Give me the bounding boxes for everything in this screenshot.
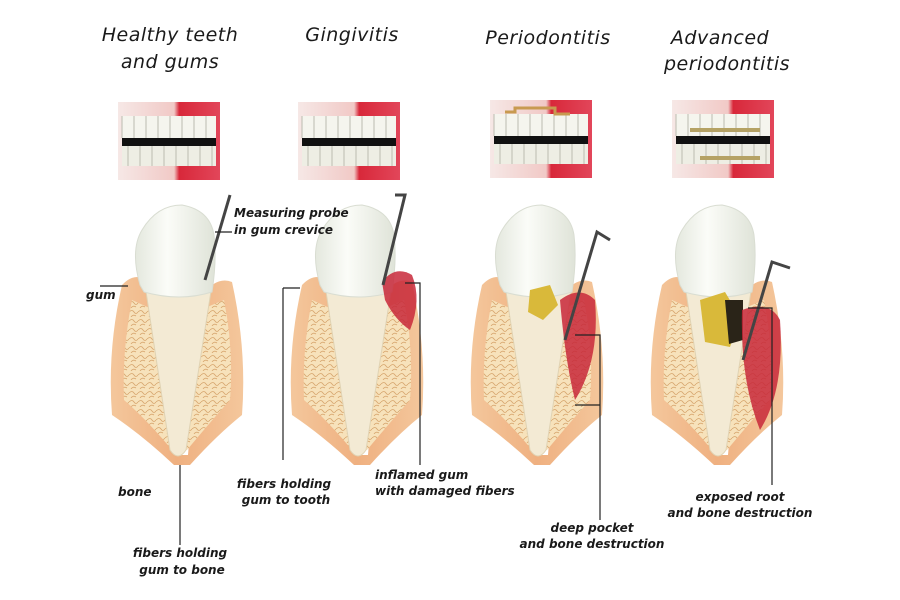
svg-text:gum to bone: gum to bone <box>139 563 225 577</box>
tooth-gingivitis <box>290 193 424 466</box>
tooth-advanced <box>650 204 791 466</box>
svg-text:inflamed gum: inflamed gum <box>375 468 468 482</box>
svg-text:and bone destruction: and bone destruction <box>520 537 665 551</box>
svg-text:Advanced: Advanced <box>669 27 770 49</box>
label-fibers-gum-to-bone: fibers holding gum to bone <box>133 546 228 577</box>
svg-text:fibers holding: fibers holding <box>237 477 332 491</box>
stage-title-advanced: Advanced periodontitis <box>663 27 790 75</box>
photo-advanced-teeth <box>671 99 775 179</box>
measuring-probe <box>563 229 611 341</box>
measuring-probe <box>741 260 791 361</box>
svg-text:Measuring probe: Measuring probe <box>234 206 349 220</box>
label-inflamed-gum: inflamed gum with damaged fibers <box>375 468 515 498</box>
svg-text:and gums: and gums <box>121 51 219 73</box>
stage-title-healthy: Healthy teeth and gums <box>102 24 239 73</box>
label-measuring-probe: Measuring probe in gum crevice <box>234 206 349 237</box>
svg-text:exposed root: exposed root <box>696 490 786 504</box>
photo-healthy-teeth <box>117 101 221 181</box>
measuring-probe <box>203 194 232 281</box>
label-bone: bone <box>118 485 152 499</box>
photo-periodontitis-teeth <box>489 99 593 179</box>
label-exposed-root: exposed root and bone destruction <box>668 490 813 520</box>
svg-text:periodontitis: periodontitis <box>663 53 790 75</box>
svg-text:in gum crevice: in gum crevice <box>234 223 333 237</box>
stage-title-periodontitis: Periodontitis <box>485 27 610 49</box>
stage-title-gingivitis: Gingivitis <box>305 24 399 46</box>
photo-gingivitis-teeth <box>297 101 401 181</box>
label-gum: gum <box>86 288 116 302</box>
svg-text:and bone destruction: and bone destruction <box>668 506 813 520</box>
tooth-periodontitis <box>470 204 611 466</box>
label-fibers-gum-to-tooth: fibers holding gum to tooth <box>237 477 332 507</box>
label-deep-pocket: deep pocket and bone destruction <box>520 521 665 551</box>
svg-text:Healthy teeth: Healthy teeth <box>102 24 239 46</box>
tooth-healthy <box>110 194 244 466</box>
svg-text:with damaged fibers: with damaged fibers <box>375 484 515 498</box>
svg-text:deep pocket: deep pocket <box>550 521 634 535</box>
measuring-probe <box>381 193 407 286</box>
svg-text:fibers holding: fibers holding <box>133 546 228 560</box>
svg-text:gum to tooth: gum to tooth <box>242 493 330 507</box>
